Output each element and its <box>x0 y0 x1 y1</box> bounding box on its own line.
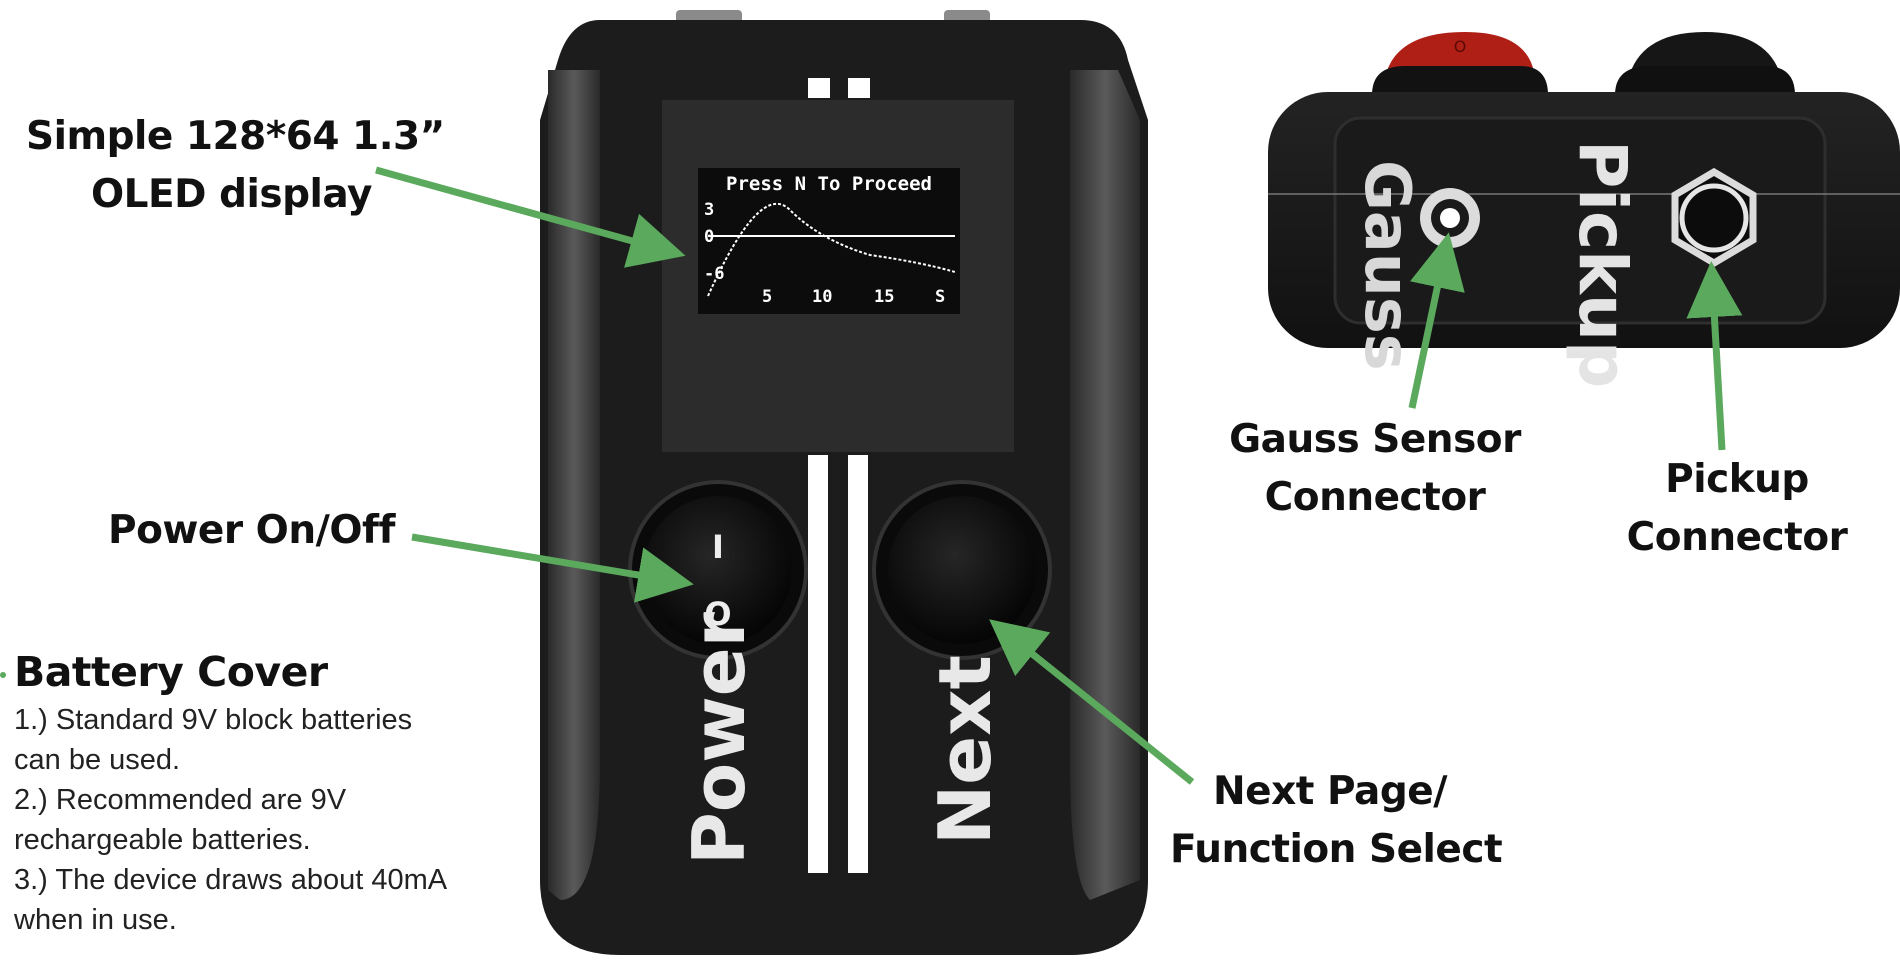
battery-cover-notes: 1.) Standard 9V block batteries can be u… <box>14 700 447 940</box>
arrow-next <box>989 619 1195 785</box>
power-switch-rocker[interactable] <box>644 496 792 644</box>
oled-x-tick: 15 <box>874 287 894 307</box>
pickup-side-label: Pickup <box>1564 140 1641 388</box>
arrow-gauss <box>1408 232 1465 409</box>
callout-arrows <box>375 166 1743 785</box>
battery-note-line: 2.) Recommended are 9V <box>14 784 347 816</box>
oled-screen <box>698 168 960 314</box>
oled-label-line: Simple 128*64 1.3” <box>26 114 445 159</box>
oled-x-tick: S <box>935 287 945 307</box>
battery-cover-title: Battery Cover <box>14 648 328 696</box>
oled-display-label: Simple 128*64 1.3” OLED display <box>26 108 445 224</box>
arrow-oled <box>375 166 686 268</box>
power-button-label: Power <box>677 611 761 865</box>
oled-y-tick: 3 <box>704 200 714 220</box>
gauss-label: Gauss Sensor Connector <box>1225 411 1525 527</box>
gauss-label-line: Gauss Sensor <box>1229 417 1521 462</box>
oled-curve <box>707 202 956 297</box>
power-on-mark: I <box>712 528 724 566</box>
toggle-mark: O <box>1454 37 1467 56</box>
side-device: O Gauss Pickup <box>1268 32 1900 388</box>
oled-x-tick: 10 <box>812 287 832 307</box>
battery-note-line: 3.) The device draws about 40mA <box>14 864 448 896</box>
power-label-text: Power On/Off <box>108 508 395 553</box>
center-stripe-right <box>848 455 868 873</box>
pickup-label-line: Pickup <box>1665 457 1809 502</box>
arrow-pickup <box>1686 261 1743 451</box>
pickup-label-line: Connector <box>1626 515 1848 560</box>
oled-title: Press N To Proceed <box>726 173 932 195</box>
center-stripe-left <box>808 455 828 873</box>
battery-note-line: rechargeable batteries. <box>14 824 311 856</box>
arrow-power <box>411 533 694 603</box>
power-off-mark: O <box>704 595 731 633</box>
pickup-connector-ring <box>1679 183 1749 253</box>
right-grip <box>1070 70 1140 900</box>
oled-x-tick: 5 <box>762 287 772 307</box>
power-label: Power On/Off <box>108 502 395 560</box>
pickup-label: Pickup Connector <box>1622 451 1852 567</box>
next-label: Next Page/ Function Select <box>1170 763 1503 879</box>
next-label-line: Function Select <box>1170 827 1503 872</box>
battery-note-line: when in use. <box>14 904 177 936</box>
left-grip <box>548 70 600 900</box>
gauss-side-label: Gauss <box>1351 160 1424 371</box>
oled-y-tick: -6 <box>704 264 724 284</box>
indicator-square-left <box>808 78 830 98</box>
next-button-cap[interactable] <box>888 496 1036 644</box>
next-label-line: Next Page/ <box>1213 769 1447 814</box>
gauss-label-line: Connector <box>1264 475 1486 520</box>
oled-label-line: OLED display <box>91 172 372 217</box>
gauss-connector-center <box>1440 208 1460 228</box>
next-button-label: Next <box>923 655 1007 845</box>
indicator-square-right <box>848 78 870 98</box>
battery-note-line: can be used. <box>14 744 181 776</box>
battery-note-line: 1.) Standard 9V block batteries <box>14 704 413 736</box>
toggle-base <box>1372 66 1548 95</box>
battery-arrow-tip <box>0 672 6 678</box>
front-device: Press N To Proceed 3 0 -6 5 10 15 S I O … <box>540 10 1148 955</box>
oled-plot: Press N To Proceed 3 0 -6 5 10 15 S <box>704 173 956 307</box>
pickup-cap-base <box>1615 66 1795 95</box>
